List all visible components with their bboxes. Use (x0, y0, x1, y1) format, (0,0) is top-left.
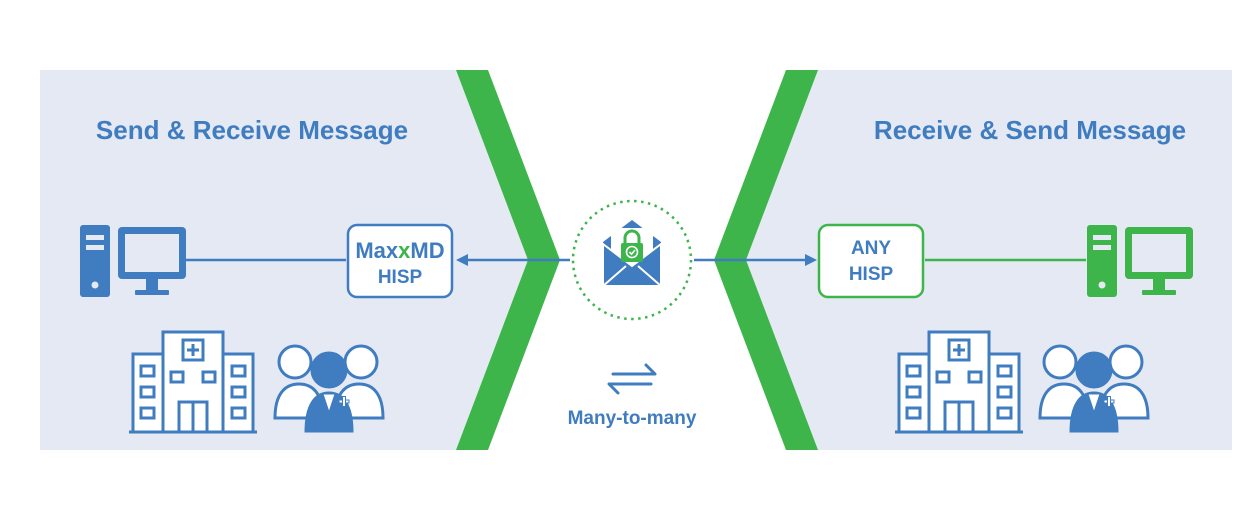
maxmd-logo-text: MaxxMD (355, 238, 444, 263)
lock-icon (621, 229, 643, 262)
left-panel-title: Send & Receive Message (96, 115, 408, 145)
left-arrowhead (456, 254, 468, 266)
maxmd-hisp-label: HISP (378, 267, 423, 288)
any-hisp-line1: ANY (851, 238, 891, 259)
bidirectional-arrows-icon (607, 363, 657, 395)
center-connectors (456, 254, 817, 266)
secure-mail-badge (571, 199, 693, 321)
right-panel-title: Receive & Send Message (874, 115, 1186, 145)
many-to-many-label: Many-to-many (568, 408, 697, 429)
any-hisp-line2: HISP (849, 264, 894, 285)
maxmd-hisp-box: MaxxMD HISP (346, 223, 454, 299)
any-hisp-box: ANY HISP (817, 223, 925, 299)
left-panel: Send & Receive Message MaxxMD HISP (40, 70, 560, 450)
right-arrowhead (805, 254, 817, 266)
